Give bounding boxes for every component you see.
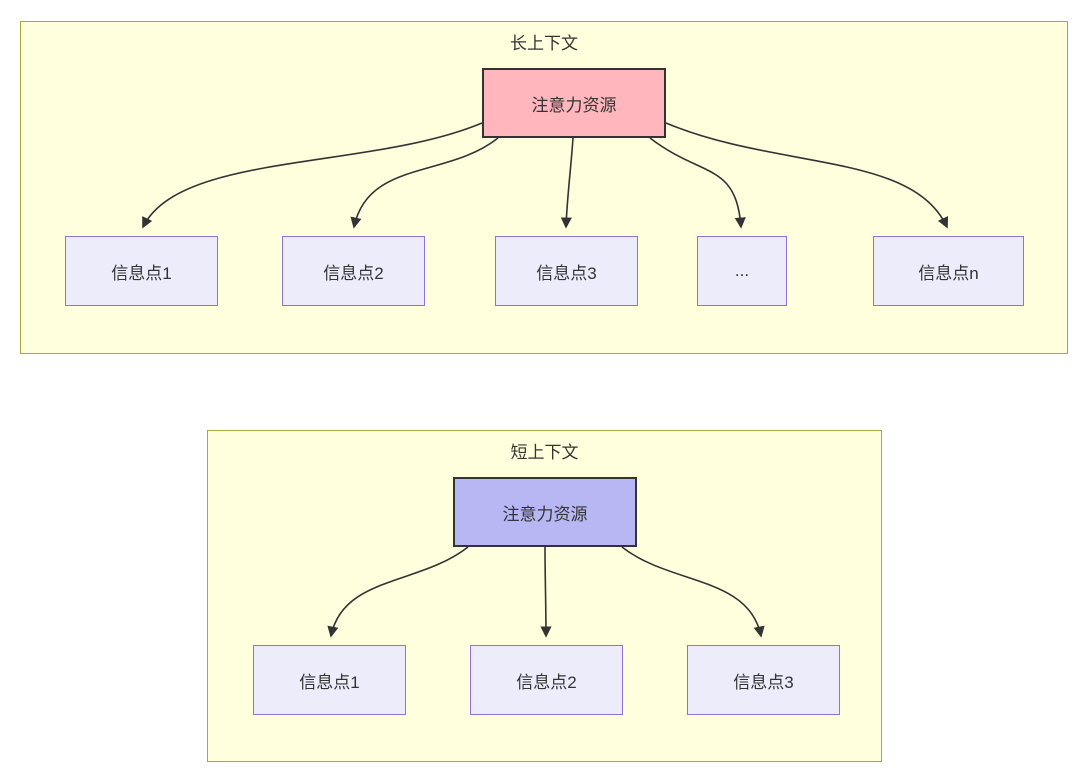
node-short-info2: 信息点2 — [470, 645, 623, 715]
node-long-info2: 信息点2 — [282, 236, 425, 306]
node-attention-short: 注意力资源 — [453, 477, 637, 547]
node-long-ellipsis: ... — [697, 236, 787, 306]
node-long-infon-label: 信息点n — [918, 263, 979, 283]
node-long-info3: 信息点3 — [495, 236, 638, 306]
node-long-info1-label: 信息点1 — [111, 263, 172, 283]
node-attention-long-label: 注意力资源 — [531, 95, 617, 115]
node-long-ellipsis-label: ... — [734, 261, 750, 280]
node-long-info3-label: 信息点3 — [536, 263, 597, 283]
node-long-infon: 信息点n — [873, 236, 1024, 306]
subgraph-short-context-title: 短上下文 — [510, 443, 579, 462]
node-attention-short-label: 注意力资源 — [502, 504, 588, 524]
node-short-info2-label: 信息点2 — [516, 672, 577, 692]
node-long-info1: 信息点1 — [65, 236, 218, 306]
node-short-info3-label: 信息点3 — [733, 672, 794, 692]
subgraph-long-context-title: 长上下文 — [510, 34, 578, 53]
node-short-info1-label: 信息点1 — [299, 672, 360, 692]
node-attention-long: 注意力资源 — [482, 68, 666, 138]
node-short-info1: 信息点1 — [253, 645, 406, 715]
node-short-info3: 信息点3 — [687, 645, 840, 715]
node-long-info2-label: 信息点2 — [323, 263, 384, 283]
